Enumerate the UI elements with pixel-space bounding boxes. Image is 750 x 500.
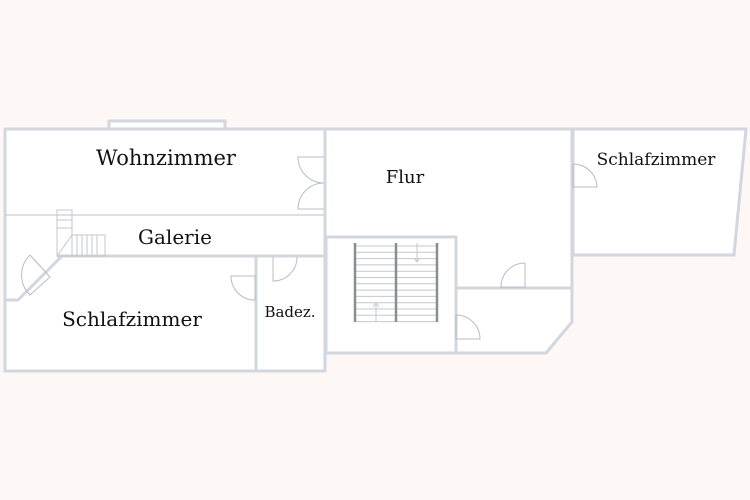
door-small-room[interactable] bbox=[455, 314, 481, 340]
room-label-schlafzimmer-right: Schlafzimmer bbox=[597, 150, 717, 170]
door-badezimmer[interactable] bbox=[272, 256, 298, 282]
room-label-flur: Flur bbox=[386, 167, 425, 188]
diagonal-wall bbox=[5, 254, 64, 302]
door-wohnzimmer-lower[interactable] bbox=[297, 182, 325, 210]
room-label-galerie: Galerie bbox=[138, 225, 212, 249]
spiral-stair bbox=[56, 209, 106, 257]
room-label-schlafzimmer-left: Schlafzimmer bbox=[62, 307, 202, 331]
middle-block bbox=[323, 127, 574, 355]
door-flur-small-room[interactable] bbox=[500, 262, 526, 288]
door-schlafzimmer-right[interactable] bbox=[572, 163, 598, 188]
door-schlafzimmer-diagonal[interactable] bbox=[21, 254, 51, 296]
room-label-badezimmer: Badez. bbox=[264, 303, 315, 321]
door-wohnzimmer-upper[interactable] bbox=[297, 156, 325, 184]
arrow-up-icon bbox=[372, 302, 380, 322]
door-schlafzimmer[interactable] bbox=[230, 275, 256, 301]
room-label-wohnzimmer: Wohnzimmer bbox=[96, 146, 237, 170]
arrow-down-icon bbox=[413, 243, 421, 263]
staircase bbox=[353, 243, 439, 323]
schlafzimmer-right-room bbox=[571, 127, 748, 257]
small-room bbox=[454, 286, 574, 355]
